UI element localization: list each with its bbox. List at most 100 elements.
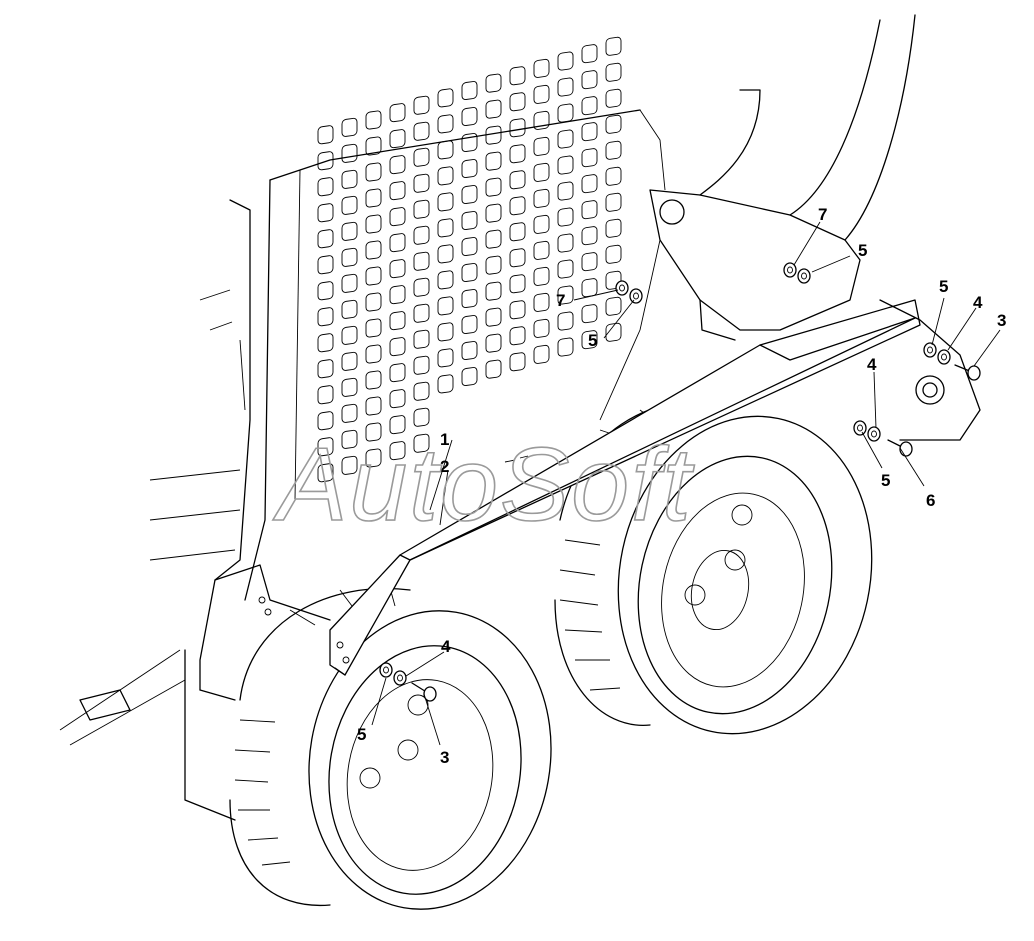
mesh-cell — [461, 185, 478, 205]
mesh-cell — [605, 218, 622, 238]
washer — [379, 662, 393, 678]
mesh-cell — [533, 110, 550, 130]
mesh-cell — [605, 140, 622, 160]
mesh-cell — [413, 355, 430, 375]
watermark: AutoSoft — [272, 427, 695, 543]
mesh-cell — [365, 396, 382, 416]
mesh-cell — [437, 374, 454, 394]
washer-hole — [397, 674, 403, 682]
mesh-cell — [341, 143, 358, 163]
mesh-cell — [605, 322, 622, 342]
mesh-cell — [317, 255, 334, 275]
mesh-cell — [317, 463, 334, 483]
mesh-cell — [389, 155, 406, 175]
mesh-cell — [533, 214, 550, 234]
mesh-cell — [437, 348, 454, 368]
washer — [937, 349, 951, 365]
mesh-cell — [341, 221, 358, 241]
leader-line — [931, 297, 945, 346]
mesh-cell — [365, 344, 382, 364]
mesh-cell — [389, 103, 406, 123]
leader-line — [973, 329, 1001, 367]
mesh-cell — [533, 292, 550, 312]
mesh-cell — [509, 248, 526, 268]
mesh-cell — [581, 252, 598, 272]
mesh-cell — [461, 81, 478, 101]
mesh-cell — [437, 88, 454, 108]
mesh-cell — [413, 121, 430, 141]
mesh-cell — [461, 341, 478, 361]
mesh-cell — [557, 129, 574, 149]
mesh-cell — [365, 292, 382, 312]
mesh-cell — [413, 407, 430, 427]
mesh-cell — [317, 203, 334, 223]
mesh-cell — [485, 151, 502, 171]
mesh-cell — [317, 411, 334, 431]
washer — [797, 268, 811, 284]
mesh-cell — [581, 96, 598, 116]
mesh-cell — [437, 114, 454, 134]
mesh-cell — [557, 103, 574, 123]
mesh-cell — [341, 169, 358, 189]
mesh-cell — [557, 181, 574, 201]
mesh-cell — [557, 51, 574, 71]
mesh-cell — [389, 285, 406, 305]
mesh-cell — [341, 273, 358, 293]
mesh-cell — [389, 311, 406, 331]
mesh-cell — [485, 359, 502, 379]
mesh-cell — [413, 381, 430, 401]
washer — [615, 280, 629, 296]
mesh-grille — [317, 36, 622, 483]
mesh-cell — [509, 300, 526, 320]
mesh-cell — [581, 226, 598, 246]
mesh-cell — [509, 326, 526, 346]
leader-line — [371, 677, 387, 726]
callout-3: 3 — [440, 748, 449, 767]
boom-arm — [599, 14, 916, 421]
leader-line — [811, 255, 851, 273]
leader-line — [439, 469, 449, 526]
mesh-cell — [509, 144, 526, 164]
callout-2: 2 — [440, 457, 449, 476]
mesh-cell — [389, 207, 406, 227]
callout-5: 5 — [939, 277, 948, 296]
mesh-cell — [509, 118, 526, 138]
front-wheel — [229, 587, 552, 910]
machine-frame — [59, 109, 666, 821]
washer — [923, 342, 937, 358]
mesh-cell — [533, 188, 550, 208]
washer-hole — [633, 292, 639, 300]
mesh-cell — [581, 200, 598, 220]
mesh-cell — [461, 315, 478, 335]
mesh-cell — [365, 162, 382, 182]
mesh-cell — [605, 296, 622, 316]
mesh-cell — [485, 125, 502, 145]
mesh-cell — [605, 166, 622, 186]
leader-line — [947, 307, 977, 351]
mesh-cell — [557, 311, 574, 331]
callout-4: 4 — [441, 637, 451, 656]
mesh-cell — [317, 359, 334, 379]
mesh-cell — [317, 307, 334, 327]
mesh-cell — [413, 251, 430, 271]
bolt-head — [967, 365, 981, 381]
mesh-cell — [413, 277, 430, 297]
washer-hole — [787, 266, 793, 274]
mesh-cell — [509, 222, 526, 242]
washer — [783, 262, 797, 278]
strut-bar — [329, 299, 921, 676]
callout-4: 4 — [867, 355, 877, 374]
washer-hole — [857, 424, 863, 432]
mesh-cell — [341, 117, 358, 137]
washer-hole — [801, 272, 807, 280]
mesh-cell — [557, 77, 574, 97]
mesh-cell — [341, 299, 358, 319]
washer-hole — [871, 430, 877, 438]
mesh-cell — [509, 196, 526, 216]
mesh-cell — [413, 303, 430, 323]
mesh-cell — [533, 318, 550, 338]
mesh-cell — [485, 255, 502, 275]
mesh-cell — [365, 188, 382, 208]
